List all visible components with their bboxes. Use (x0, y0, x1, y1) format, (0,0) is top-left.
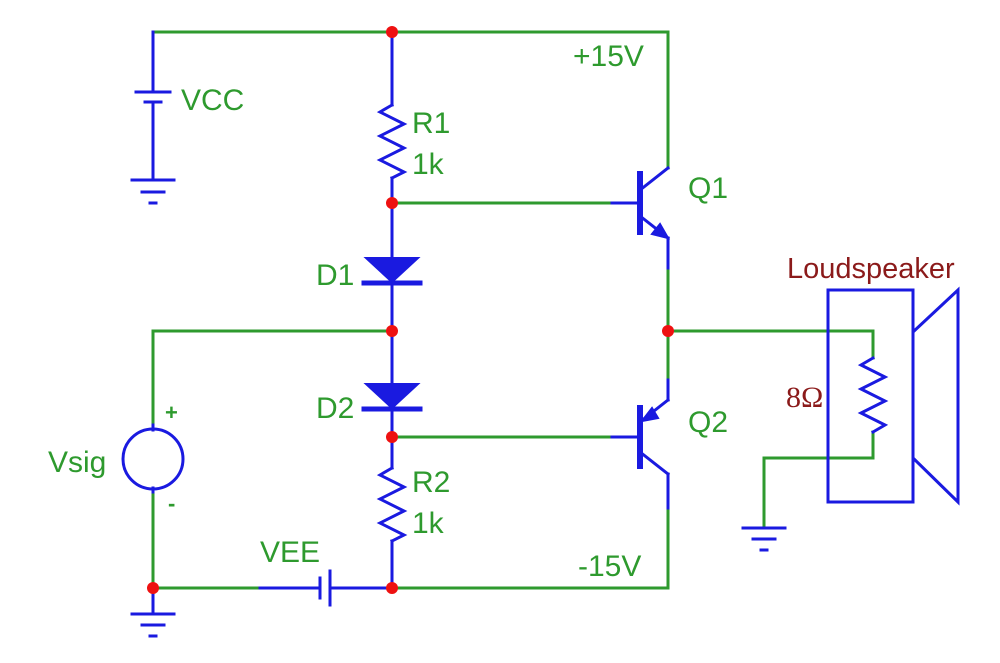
speaker-ground-icon (741, 526, 787, 552)
junction-node (386, 431, 398, 443)
speaker-return-wire (762, 430, 875, 530)
minus-15v-label: -15V (578, 550, 641, 583)
d2-diode (361, 329, 423, 439)
r1-name-label: R1 (412, 107, 450, 140)
d1-label: D1 (316, 259, 354, 292)
r2-value-label: 1k (412, 507, 445, 540)
junction-node (662, 325, 674, 337)
vsig-minus-sign: - (168, 491, 175, 516)
r1-resistor (376, 30, 408, 205)
junction-node (147, 582, 159, 594)
wires (151, 30, 875, 590)
top-rail-wire (151, 30, 670, 170)
d2-label: D2 (316, 392, 354, 425)
vcc-source (134, 30, 172, 182)
r1-value-label: 1k (412, 148, 445, 181)
vsig-input-wire (151, 329, 394, 427)
q1-transistor (610, 165, 671, 270)
loudspeaker-label: Loudspeaker (787, 253, 955, 285)
speaker-impedance-label: 8Ω (786, 381, 823, 414)
vsig-plus-sign: + (165, 400, 178, 425)
speaker-feed-wire (666, 329, 875, 360)
junction-node (386, 26, 398, 38)
junction-node (386, 582, 398, 594)
junction-nodes (147, 26, 674, 594)
loudspeaker (826, 286, 960, 506)
vsig-label: Vsig (48, 446, 106, 479)
bottom-rail-right-wire (390, 506, 670, 590)
bottom-ground-icon (130, 586, 176, 638)
q1-label: Q1 (688, 172, 728, 205)
d1-diode (361, 201, 423, 333)
plus-15v-label: +15V (573, 40, 644, 73)
vsig-source (121, 423, 185, 494)
junction-node (386, 197, 398, 209)
vee-label: VEE (260, 536, 320, 569)
r2-resistor (376, 435, 408, 590)
r2-name-label: R2 (412, 466, 450, 499)
junction-node (386, 325, 398, 337)
vcc-label: VCC (181, 84, 244, 117)
q2-transistor (610, 378, 671, 510)
vee-source (258, 569, 394, 607)
q2-label: Q2 (688, 406, 728, 439)
vcc-ground-icon (130, 178, 176, 205)
